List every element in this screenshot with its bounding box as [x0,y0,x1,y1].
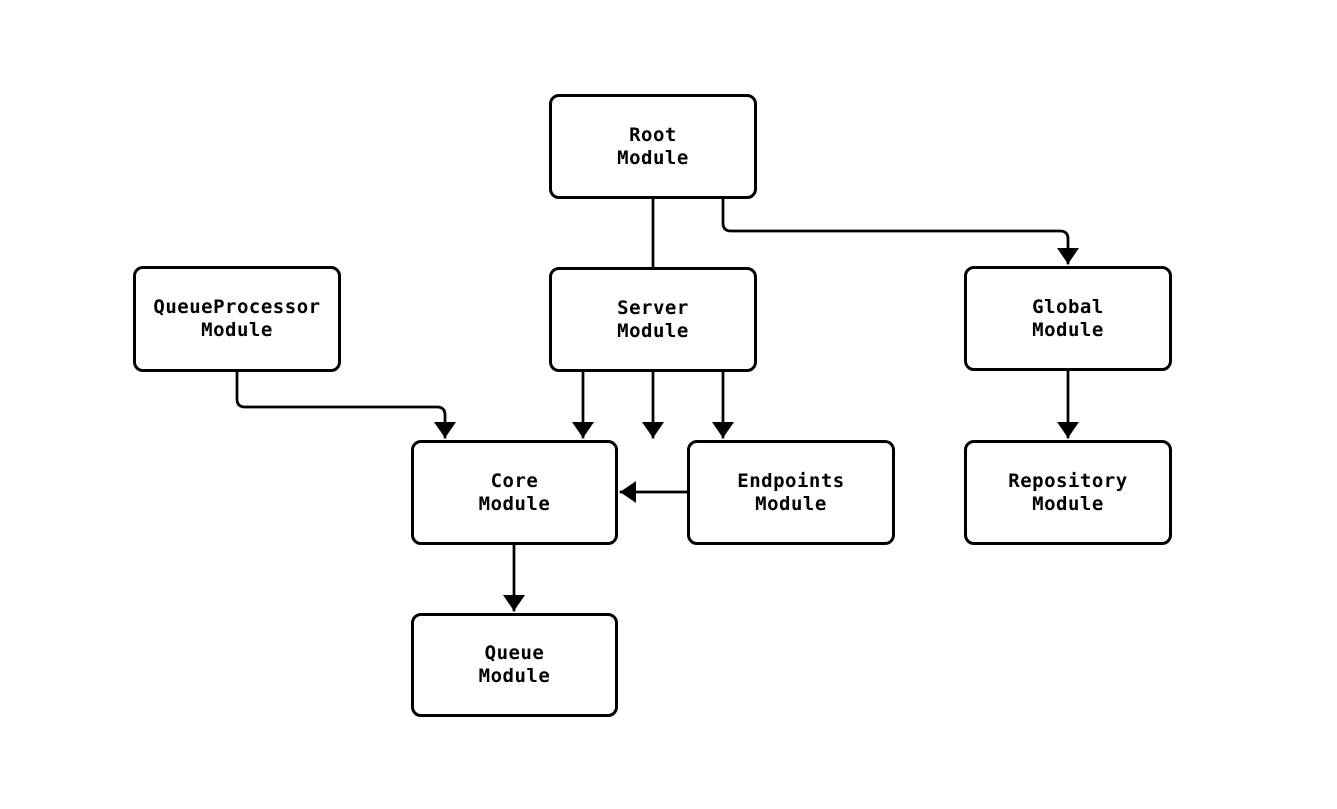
node-repository-module-label: Repository Module [1008,469,1128,515]
node-queue-module-label: Queue Module [478,642,551,687]
node-repository-module: Repository Module [964,440,1172,545]
node-server-module: Server Module [549,267,757,372]
node-endpoints-module: Endpoints Module [687,440,895,545]
node-root-module: Root Module [549,94,757,199]
edge-root-to-global [721,197,1079,265]
node-global-module: Global Module [964,266,1172,371]
node-queueprocessor-module-label: QueueProcessor Module [153,296,321,341]
node-server-module-label: Server Module [617,296,689,342]
node-global-module-label: Global Module [1032,295,1104,341]
node-core-module: Core Module [411,440,618,545]
node-core-module-label: Core Module [478,469,551,515]
node-queue-module: Queue Module [411,613,618,717]
node-endpoints-module-label: Endpoints Module [737,469,845,515]
edge-queueprocessor-to-core [235,370,456,439]
node-root-module-label: Root Module [617,123,689,169]
node-queueprocessor-module: QueueProcessor Module [133,266,341,372]
